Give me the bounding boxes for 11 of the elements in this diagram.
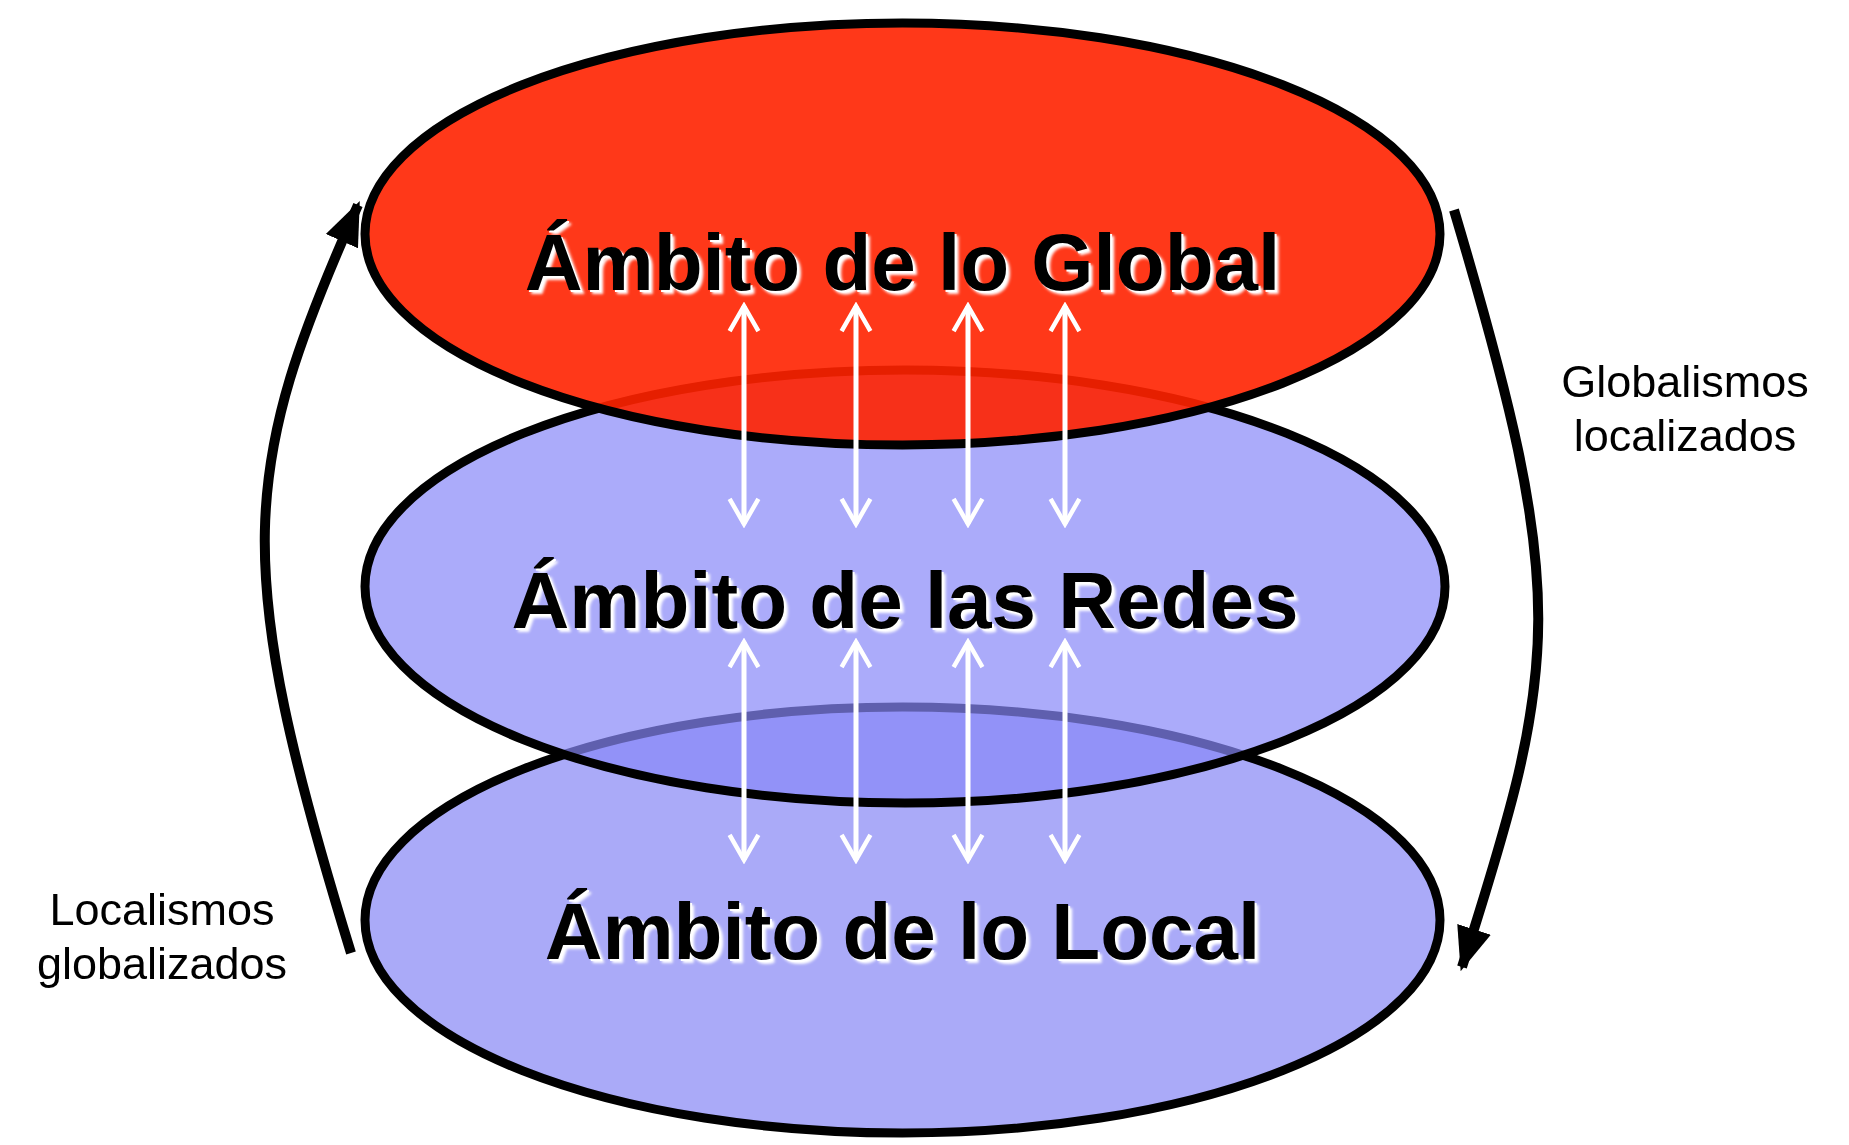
arrow (951, 639, 985, 863)
arrow (951, 303, 985, 527)
arrow (259, 200, 363, 955)
arrow (1048, 639, 1082, 863)
arrow (839, 639, 873, 863)
arrow (839, 303, 873, 527)
arrow (1449, 208, 1544, 972)
arrow (727, 639, 761, 863)
ellipse-node (360, 18, 1445, 450)
arrow (1048, 303, 1082, 527)
arrow (727, 303, 761, 527)
